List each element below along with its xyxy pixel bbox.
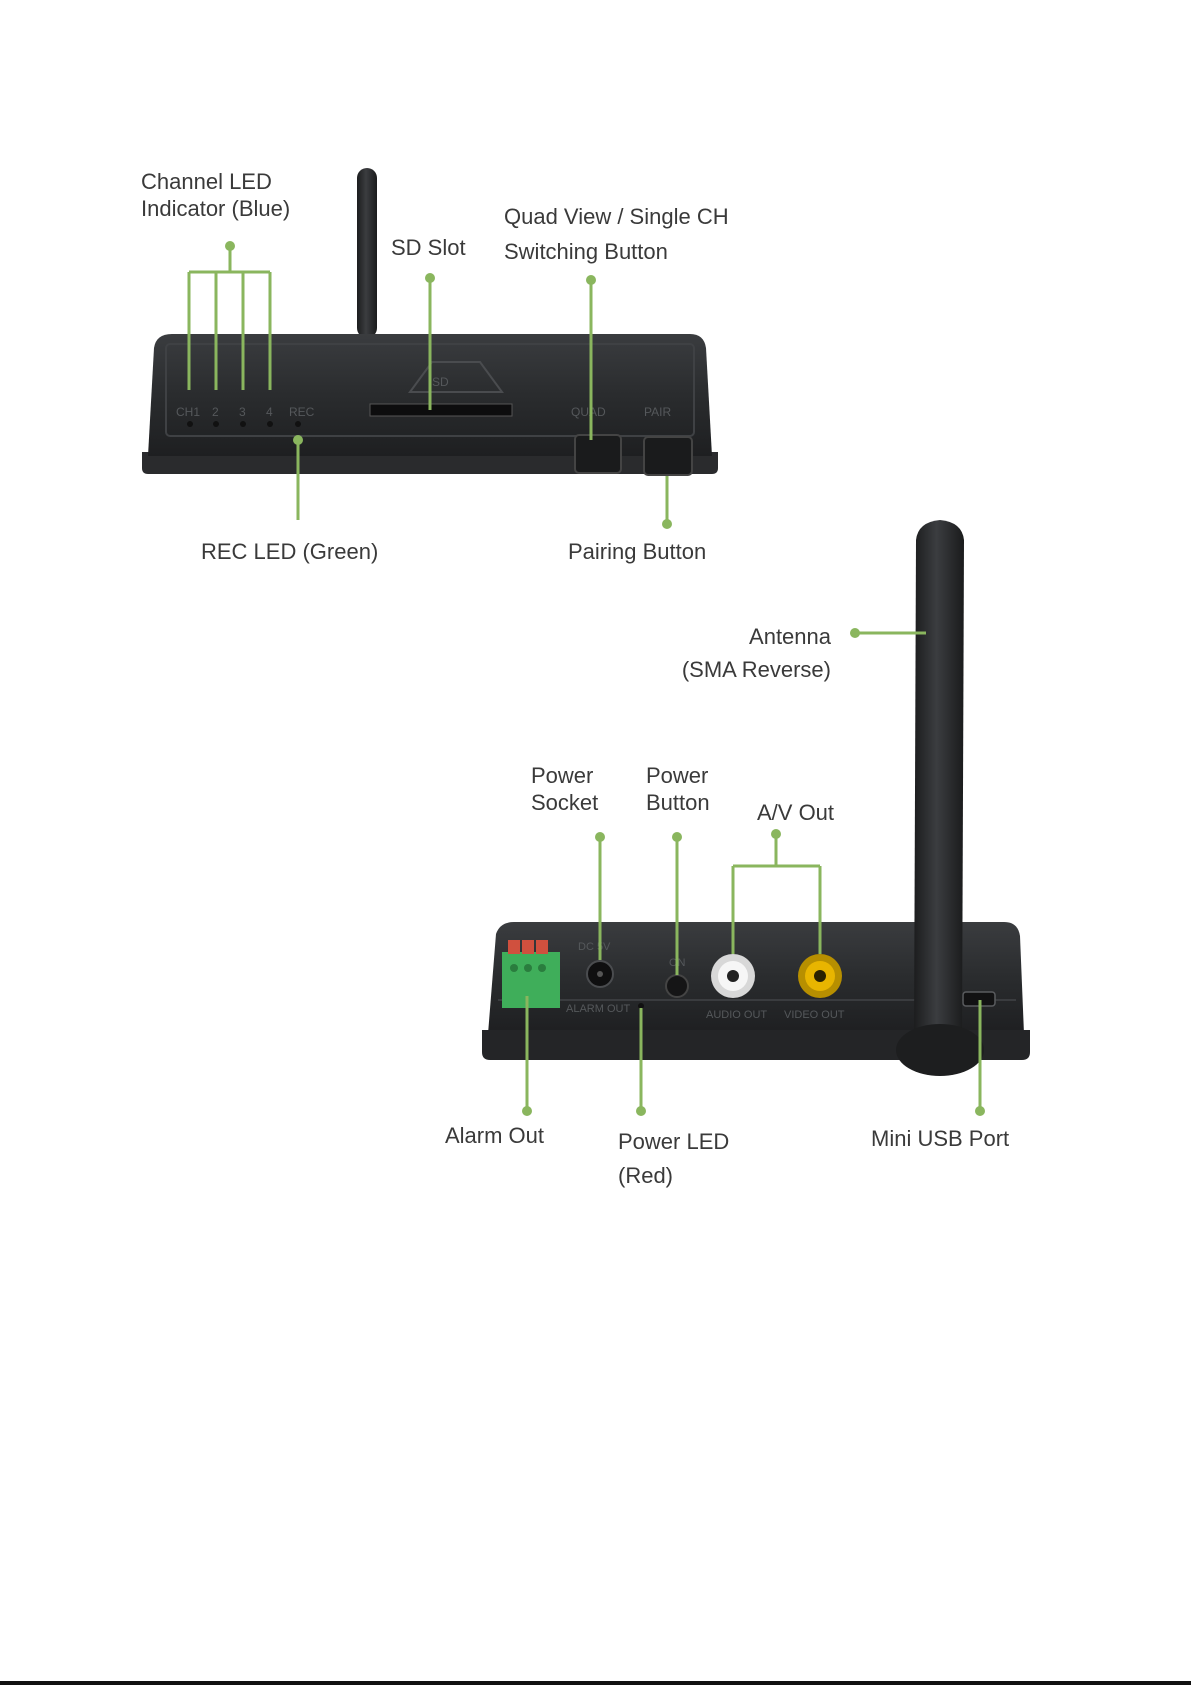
label-power-led: Power LED (Red) <box>618 1125 729 1193</box>
label-quad: Quad View / Single CH Switching Button <box>504 199 729 269</box>
label-power-button: Power Button <box>646 762 710 816</box>
label-quad-line2: Switching Button <box>504 234 729 269</box>
label-rec-led-text: REC LED (Green) <box>201 538 378 565</box>
label-mini-usb-text: Mini USB Port <box>871 1125 1009 1152</box>
label-quad-line1: Quad View / Single CH <box>504 199 729 234</box>
pair-button <box>644 437 692 475</box>
label-power-socket-line2: Socket <box>531 789 598 816</box>
label-alarm-out-text: Alarm Out <box>445 1122 544 1149</box>
label-power-socket: Power Socket <box>531 762 598 816</box>
label-power-button-line2: Button <box>646 789 710 816</box>
power-button <box>666 975 688 997</box>
label-av-out: A/V Out <box>757 799 834 826</box>
label-antenna: Antenna (SMA Reverse) <box>676 620 831 686</box>
label-power-led-line1: Power LED <box>618 1125 729 1159</box>
led-ch2 <box>213 421 219 427</box>
label-pairing-button: Pairing Button <box>568 538 706 565</box>
panel-quad: QUAD <box>571 405 606 419</box>
led-rec <box>295 421 301 427</box>
label-antenna-line2: (SMA Reverse) <box>676 653 831 686</box>
rca-audio-out <box>711 954 755 998</box>
panel-ch1: CH1 <box>176 405 200 419</box>
panel-ch3: 3 <box>239 405 246 419</box>
label-channel-led-line2: Indicator (Blue) <box>141 195 290 222</box>
label-mini-usb: Mini USB Port <box>871 1125 1009 1152</box>
panel-alarm: ALARM OUT <box>566 1003 630 1015</box>
sd-slot <box>370 404 512 416</box>
label-channel-led-line1: Channel LED <box>141 168 290 195</box>
led-ch1 <box>187 421 193 427</box>
label-power-socket-line1: Power <box>531 762 598 789</box>
label-av-out-text: A/V Out <box>757 799 834 826</box>
panel-sd: SD <box>432 375 449 389</box>
page-bottom-rule <box>0 1681 1191 1685</box>
panel-ch2: 2 <box>212 405 219 419</box>
panel-pair: PAIR <box>644 405 671 419</box>
label-pairing-button-text: Pairing Button <box>568 538 706 565</box>
label-antenna-line1: Antenna <box>676 620 831 653</box>
front-antenna <box>357 168 377 338</box>
label-power-led-line2: (Red) <box>618 1159 729 1193</box>
led-ch4 <box>267 421 273 427</box>
led-ch3 <box>240 421 246 427</box>
rca-video-out <box>798 954 842 998</box>
label-alarm-out: Alarm Out <box>445 1122 544 1149</box>
quad-button <box>575 435 621 473</box>
panel-rec: REC <box>289 405 315 419</box>
label-sd-slot-text: SD Slot <box>391 234 466 261</box>
panel-video: VIDEO OUT <box>784 1009 845 1021</box>
label-power-button-line1: Power <box>646 762 710 789</box>
label-channel-led: Channel LED Indicator (Blue) <box>141 168 290 222</box>
label-rec-led: REC LED (Green) <box>201 538 378 565</box>
panel-ch4: 4 <box>266 405 273 419</box>
panel-audio: AUDIO OUT <box>706 1009 767 1021</box>
label-sd-slot: SD Slot <box>391 234 466 261</box>
panel-dc: DC 5V <box>578 941 611 953</box>
